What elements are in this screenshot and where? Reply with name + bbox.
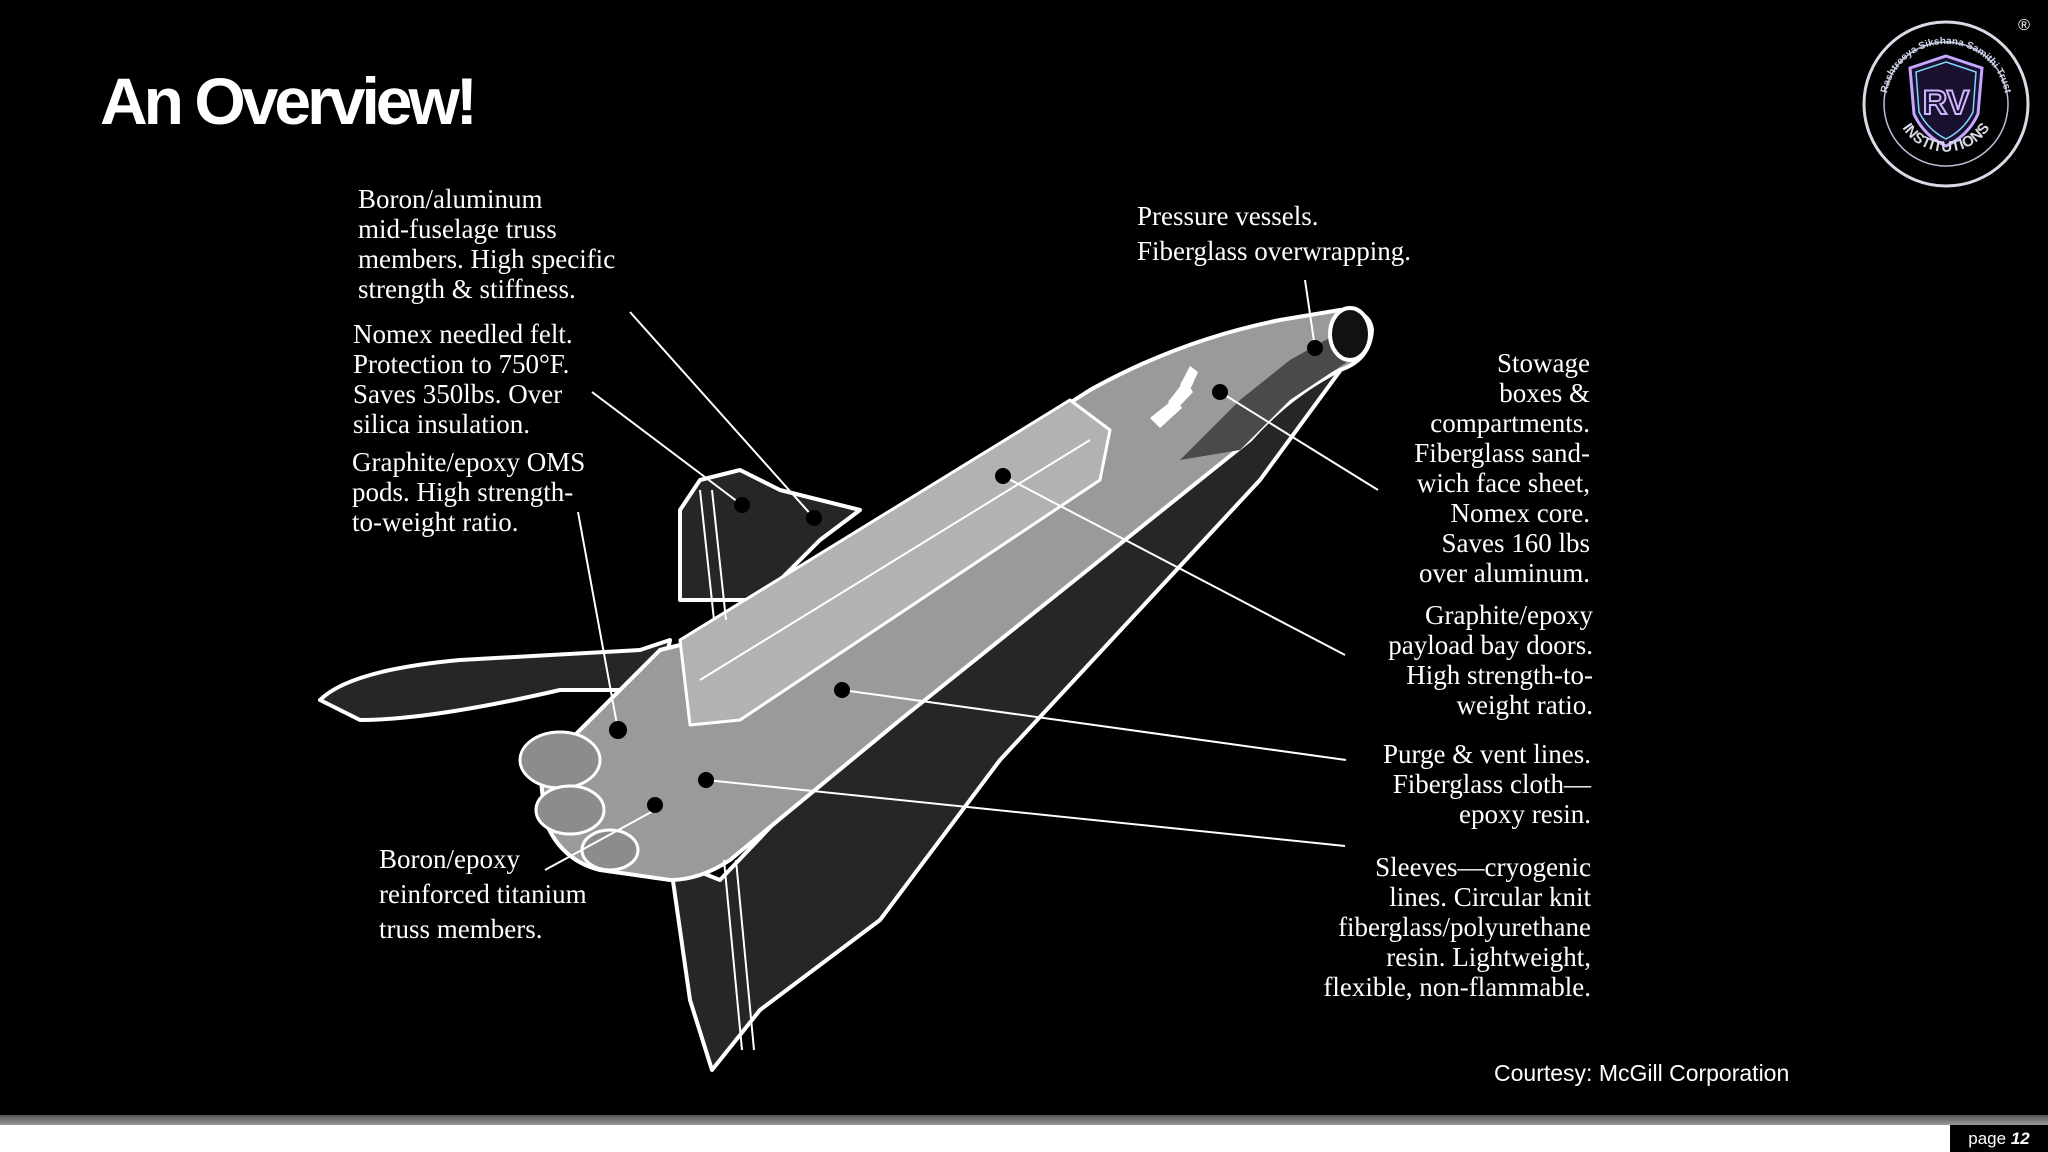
callout-line: strength & stiffness. (358, 274, 576, 304)
callout-payload-doors: Graphite/epoxy payload bay doors. High s… (1388, 600, 1593, 720)
callout-purge-vent: Purge & vent lines. Fiberglass cloth— ep… (1383, 739, 1591, 829)
callout-line: Pressure vessels. (1137, 201, 1319, 231)
callout-line: wich face sheet, (1416, 468, 1590, 498)
engine-cluster (518, 730, 640, 872)
footer-bar (0, 1115, 2048, 1125)
callout-line: members. High specific (358, 244, 616, 274)
callout-line: Saves 160 lbs (1441, 528, 1591, 558)
callout-line: Boron/aluminum (358, 184, 543, 214)
callout-line: mid-fuselage truss (358, 214, 557, 244)
wing-edge-hatching (699, 489, 755, 1051)
callout-line: boxes & (1499, 378, 1590, 408)
callout-dots (609, 340, 1323, 813)
callout-line: Fiberglass overwrapping. (1137, 236, 1411, 266)
callout-line: weight ratio. (1456, 690, 1593, 720)
callout-line: silica insulation. (353, 409, 530, 439)
callout-line: fiberglass/polyurethane (1338, 912, 1591, 942)
callout-boron-aluminum: Boron/aluminum mid-fuselage truss member… (358, 184, 615, 304)
shuttle-fuselage (538, 308, 1374, 882)
logo-registered-mark: ® (2018, 17, 2030, 34)
callout-line: to-weight ratio. (352, 507, 519, 537)
callout-line: Fiberglass sand- (1414, 438, 1590, 468)
callout-stowage: Stowage boxes & compartments. Fiberglass… (1414, 348, 1590, 588)
callout-line: High strength-to- (1406, 660, 1593, 690)
callout-sleeves: Sleeves—cryogenic lines. Circular knit f… (1323, 852, 1591, 1002)
callout-line: Saves 350lbs. Over (353, 379, 563, 409)
logo-monogram: RV (1923, 84, 1970, 122)
leader-lines (544, 279, 1379, 871)
page-label: page (1968, 1129, 2007, 1148)
callout-line: Sleeves—cryogenic (1375, 852, 1591, 882)
footer-strip (0, 1125, 2048, 1152)
courtesy-credit: Courtesy: McGill Corporation (1494, 1060, 1790, 1086)
callout-boron-epoxy: Boron/epoxy reinforced titanium truss me… (379, 842, 587, 947)
callout-line: Stowage (1497, 348, 1590, 378)
callout-line: compartments. (1430, 408, 1590, 438)
callout-line: Graphite/epoxy (1425, 600, 1593, 630)
callout-pressure-vessels: Pressure vessels. Fiberglass overwrappin… (1137, 199, 1411, 269)
callout-nomex-felt: Nomex needled felt. Protection to 750°F.… (353, 319, 573, 439)
callout-line: Nomex core. (1450, 498, 1590, 528)
page-title: An Overview! (100, 64, 478, 138)
callout-line: Graphite/epoxy OMS (352, 447, 586, 477)
callout-line: Purge & vent lines. (1383, 739, 1591, 769)
callout-line: over aluminum. (1419, 558, 1590, 588)
callout-line: lines. Circular knit (1389, 882, 1591, 912)
rv-institutions-logo: Rashtreeya Sikshana Samithi Trust RV INS… (1862, 17, 2030, 188)
callout-line: resin. Lightweight, (1386, 942, 1591, 972)
space-shuttle-diagram (318, 279, 1379, 1072)
page-number-tab: page 12 (1950, 1125, 2048, 1152)
callout-graphite-oms: Graphite/epoxy OMS pods. High strength- … (352, 447, 585, 537)
callout-line: flexible, non-flammable. (1323, 972, 1591, 1002)
callout-line: epoxy resin. (1459, 799, 1591, 829)
cockpit-windows (1150, 366, 1198, 428)
callout-line: Boron/epoxy (379, 844, 520, 874)
callout-line: Fiberglass cloth— (1392, 769, 1591, 799)
callout-line: Protection to 750°F. (353, 349, 570, 379)
callout-line: payload bay doors. (1388, 630, 1593, 660)
callout-line: pods. High strength- (352, 477, 574, 507)
shuttle-nose (1328, 306, 1372, 362)
page-number: 12 (2010, 1129, 2030, 1148)
callout-line: reinforced titanium (379, 879, 587, 909)
callout-line: truss members. (379, 914, 543, 944)
callout-line: Nomex needled felt. (353, 319, 573, 349)
shield-icon (1908, 54, 1984, 148)
